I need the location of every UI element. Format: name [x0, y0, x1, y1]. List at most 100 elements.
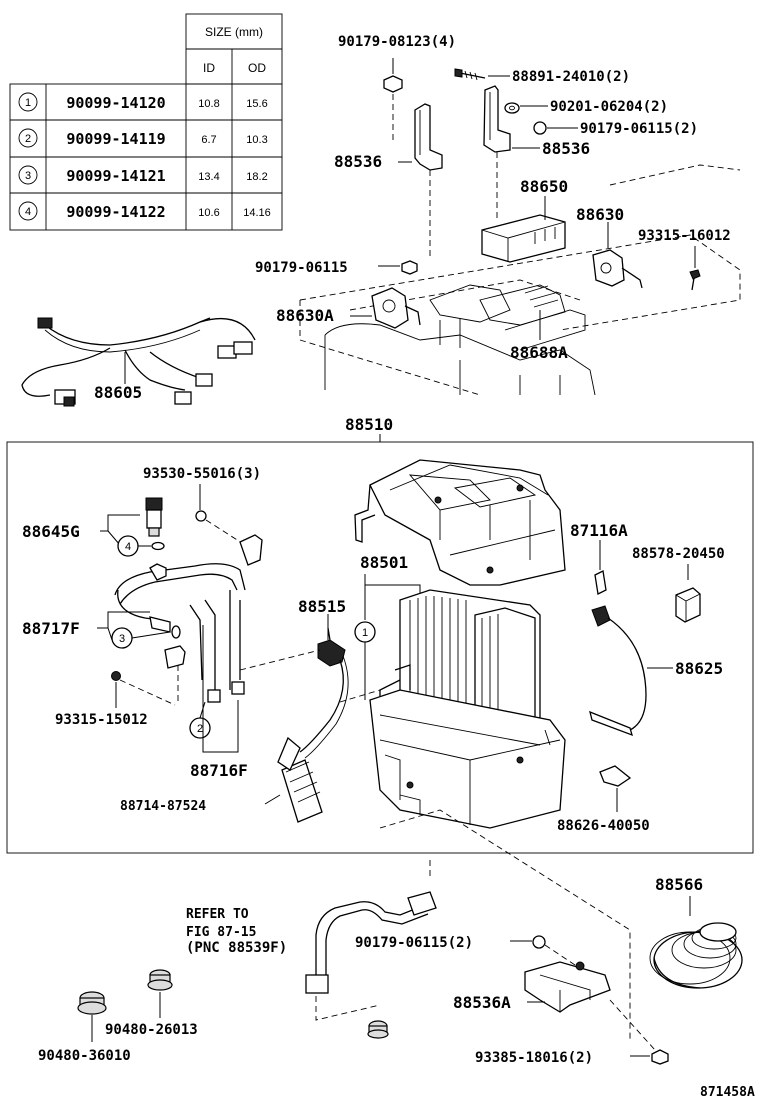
o-ring-icon [151, 541, 165, 551]
label-refer-to: REFER TO [186, 907, 249, 922]
label-88501: 88501 [360, 553, 408, 572]
washer-icon [504, 102, 520, 114]
row-ref: 1 [25, 97, 31, 109]
row-id: 10.6 [198, 207, 219, 219]
row-ref: 3 [25, 170, 31, 182]
clamp-icon [239, 534, 263, 566]
top-internal-assembly [429, 284, 586, 351]
label-88891-24010: 88891-24010(2) [512, 69, 630, 85]
label-88645g: 88645G [22, 522, 80, 541]
bracket-a-icon [524, 961, 611, 1013]
label-90179-06115: 90179-06115 [255, 260, 348, 276]
grommet-icon [367, 1020, 389, 1039]
label-88717f: 88717F [22, 619, 80, 638]
o-ring-icon [171, 625, 181, 639]
col-od-header: OD [248, 61, 266, 75]
label-refer-fig: FIG 87-15 [186, 925, 256, 940]
bracket-left-icon [414, 103, 443, 171]
ref-circle-1-label: 1 [362, 627, 368, 639]
label-88605: 88605 [94, 383, 142, 402]
label-88626-40050: 88626-40050 [557, 818, 650, 834]
screw-icon [111, 671, 121, 681]
row-id: 10.8 [198, 98, 219, 110]
row-part-number: 90099-14121 [66, 167, 165, 185]
clip-icon [594, 570, 607, 595]
nut-icon [532, 935, 546, 949]
screw-icon [651, 1049, 669, 1065]
label-88515: 88515 [298, 597, 346, 616]
bolt-icon [454, 68, 486, 81]
label-93385-18016: 93385-18016(2) [475, 1050, 593, 1066]
wire-harness-icon [21, 317, 256, 407]
figure-id: 871458A [700, 1085, 755, 1100]
sensor-a-icon [371, 287, 421, 329]
drain-hose-icon [305, 891, 437, 994]
screw-icon [195, 510, 207, 522]
label-refer-pnc: (PNC 88539F) [186, 940, 287, 956]
label-88630: 88630 [576, 205, 624, 224]
label-88578-20450: 88578-20450 [632, 546, 725, 562]
label-88688a: 88688A [510, 343, 568, 362]
cover-icon [675, 587, 701, 623]
label-88650: 88650 [520, 177, 568, 196]
grommet-icon [147, 969, 173, 991]
top-case-outline [299, 164, 741, 396]
amplifier-icon [481, 214, 566, 263]
row-ref: 4 [25, 206, 31, 218]
grommet-large-icon [649, 922, 743, 989]
label-90179-06115-2: 90179-06115(2) [580, 121, 698, 137]
size-header: SIZE (mm) [205, 25, 263, 39]
clamp-icon [599, 765, 632, 787]
bracket-right-icon [483, 85, 511, 153]
expansion-valve-icon [277, 627, 349, 771]
table-row: 4 90099-14122 10.6 14.16 [18, 201, 271, 221]
row-ref: 2 [25, 133, 31, 145]
label-88536-right: 88536 [542, 139, 590, 158]
label-90179-08123: 90179-08123(4) [338, 34, 456, 50]
label-90480-26013: 90480-26013 [105, 1022, 198, 1038]
upper-case-icon [354, 459, 566, 586]
label-93530-55016: 93530-55016(3) [143, 466, 261, 482]
row-od: 14.16 [243, 207, 271, 219]
label-88566: 88566 [655, 875, 703, 894]
row-od: 15.6 [246, 98, 267, 110]
label-88716f: 88716F [190, 761, 248, 780]
row-id: 13.4 [198, 171, 219, 183]
ref-circle-3-label: 3 [119, 633, 125, 645]
label-88536a: 88536A [453, 993, 511, 1012]
ref-circle-4-label: 4 [125, 541, 131, 553]
table-row: 3 90099-14121 13.4 18.2 [18, 165, 268, 185]
unit-box [6, 441, 754, 854]
pressure-switch-icon [145, 497, 163, 537]
label-87116a: 87116A [570, 521, 628, 540]
screw-icon [689, 269, 701, 291]
label-88625: 88625 [675, 659, 723, 678]
clamp-icon [164, 645, 186, 669]
nut-icon [383, 75, 403, 93]
table-row: 2 90099-14119 6.7 10.3 [18, 128, 268, 148]
refrigerant-tube-icon [114, 563, 246, 703]
thermistor-icon [589, 605, 647, 737]
nut-icon [533, 121, 547, 135]
label-90480-36010: 90480-36010 [38, 1048, 131, 1064]
filter-icon [281, 759, 323, 823]
table-row: 1 90099-14120 10.8 15.6 [18, 92, 268, 112]
row-part-number: 90099-14122 [66, 203, 165, 221]
label-90179-06115-2b: 90179-06115(2) [355, 935, 473, 951]
label-93315-15012: 93315-15012 [55, 712, 148, 728]
row-od: 10.3 [246, 134, 267, 146]
label-88536-left: 88536 [334, 152, 382, 171]
label-88510: 88510 [345, 415, 393, 434]
col-id-header: ID [203, 61, 215, 75]
sensor-icon [592, 249, 643, 289]
label-88630a: 88630A [276, 306, 334, 325]
row-part-number: 90099-14120 [66, 94, 165, 112]
grommet-icon [77, 991, 107, 1015]
label-93315-16012: 93315-16012 [638, 228, 731, 244]
ref-circle-2-label: 2 [197, 723, 203, 735]
row-od: 18.2 [246, 171, 267, 183]
nut-icon [401, 260, 418, 275]
lower-case-icon [369, 689, 566, 829]
size-table: SIZE (mm) ID OD 1 90099-14120 10.8 15.6 … [9, 13, 283, 231]
